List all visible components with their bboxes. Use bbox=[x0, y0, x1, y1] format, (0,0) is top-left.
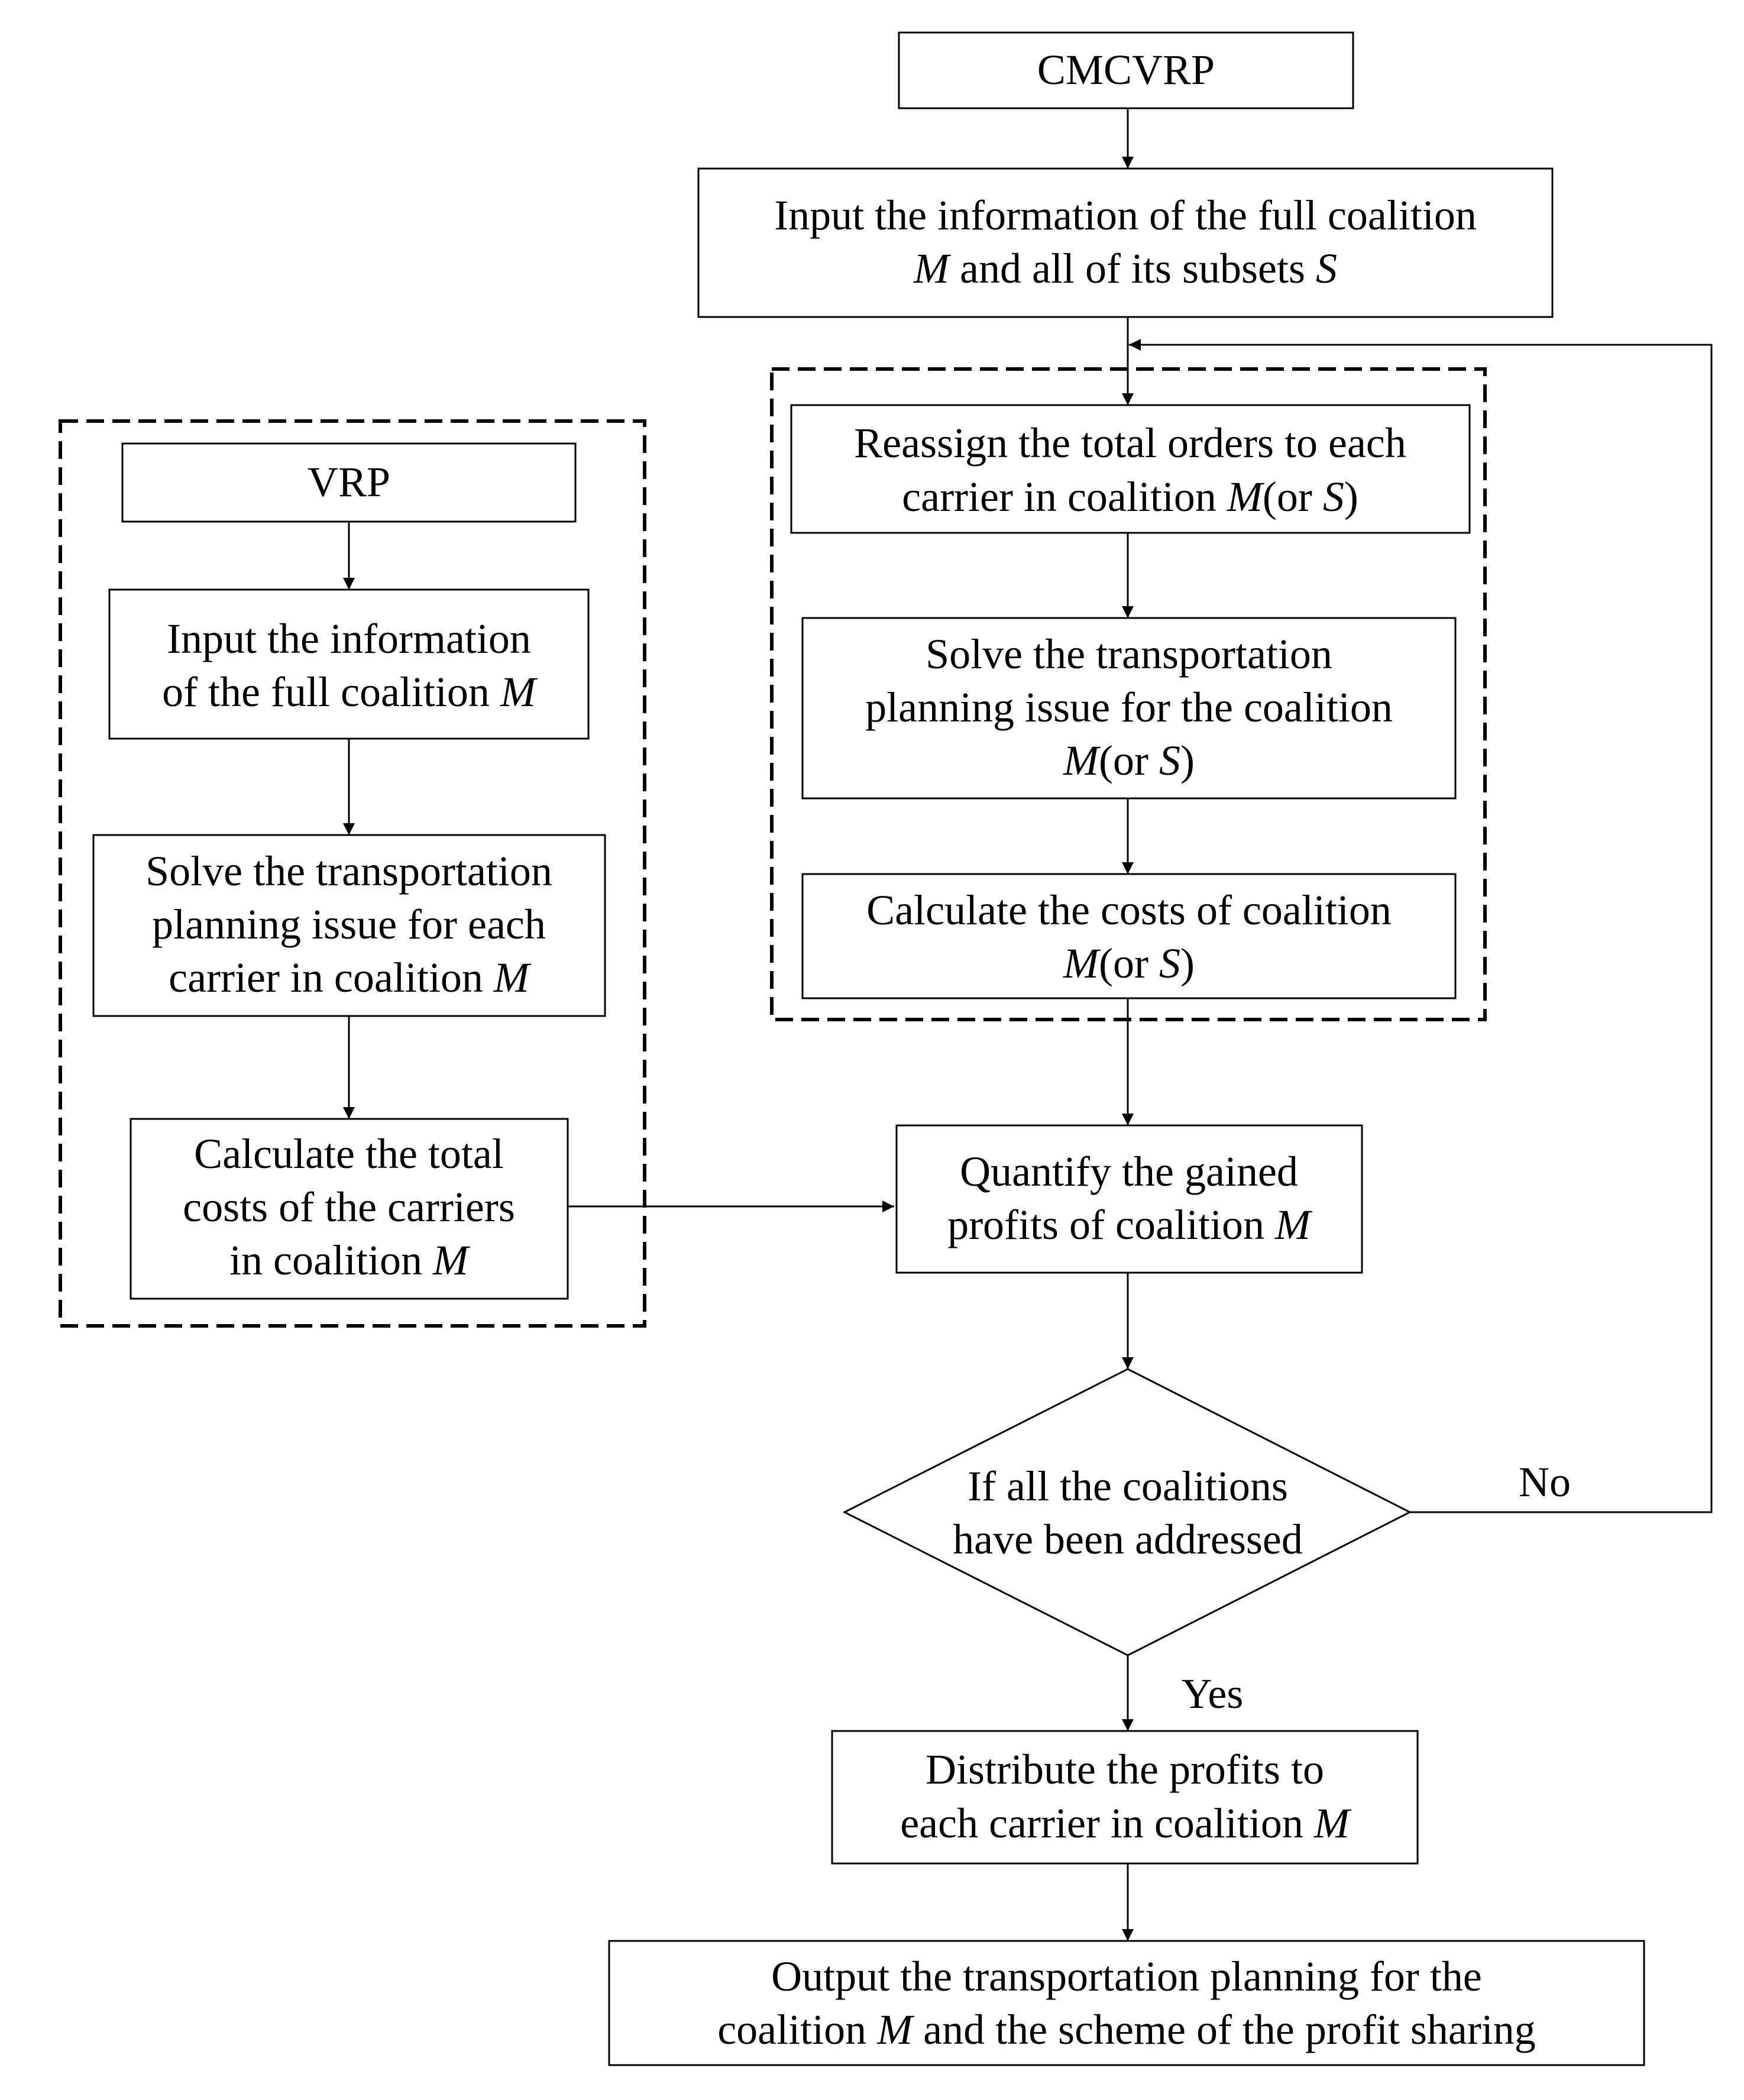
vrp-calc-node: Calculate the total costs of the carrier… bbox=[130, 1118, 569, 1300]
svg-text:Solve the transportation: Solve the transportation bbox=[145, 847, 552, 895]
svg-text:planning issue for the coaliti: planning issue for the coalition bbox=[865, 684, 1393, 731]
svg-text:Solve the transportation: Solve the transportation bbox=[926, 630, 1332, 678]
svg-text:have been addressed: have been addressed bbox=[953, 1516, 1303, 1563]
svg-text:Input the information of the f: Input the information of the full coalit… bbox=[774, 192, 1477, 239]
no-label: No bbox=[1519, 1458, 1571, 1506]
start-node: CMCVRP bbox=[898, 31, 1354, 109]
svg-text:carrier in coalition M(or S): carrier in coalition M(or S) bbox=[902, 473, 1358, 520]
input-full-and-subsets-node: Input the information of the full coalit… bbox=[697, 167, 1554, 318]
vrp-dashed-group bbox=[59, 419, 646, 1328]
svg-text:Output the transportation plan: Output the transportation planning for t… bbox=[771, 1953, 1482, 2000]
vrp-node: VRP bbox=[121, 442, 577, 523]
vrp-solve-node: Solve the transportation planning issue … bbox=[92, 834, 606, 1017]
svg-text:Quantify the gained: Quantify the gained bbox=[960, 1148, 1298, 1195]
svg-text:CMCVRP: CMCVRP bbox=[1037, 46, 1215, 93]
svg-text:planning issue for each: planning issue for each bbox=[152, 901, 546, 948]
distribute-profits-node: Distribute the profits to each carrier i… bbox=[831, 1730, 1419, 1865]
svg-text:Reassign the total orders to e: Reassign the total orders to each bbox=[854, 419, 1406, 467]
svg-text:Input the information: Input the information bbox=[167, 615, 531, 662]
svg-text:in coalition M: in coalition M bbox=[229, 1237, 471, 1284]
decision-node: If all the coalitions have been addresse… bbox=[842, 1368, 1412, 1656]
svg-text:Calculate the total: Calculate the total bbox=[194, 1130, 504, 1177]
svg-text:profits of coalition M: profits of coalition M bbox=[947, 1201, 1313, 1248]
svg-text:coalition M and the scheme of: coalition M and the scheme of the profit… bbox=[717, 2006, 1536, 2053]
svg-text:of the full coalition M: of the full coalition M bbox=[162, 668, 538, 716]
solve-coalition-node: Solve the transportation planning issue … bbox=[801, 617, 1457, 800]
output-node: Output the transportation planning for t… bbox=[608, 1940, 1645, 2066]
arrow-no-loop bbox=[1129, 339, 1713, 1513]
svg-text:VRP: VRP bbox=[308, 458, 390, 506]
svg-text:M(or S): M(or S) bbox=[1063, 940, 1195, 987]
svg-text:Distribute the profits to: Distribute the profits to bbox=[926, 1746, 1324, 1793]
svg-text:M and all of its subsets S: M and all of its subsets S bbox=[913, 245, 1337, 292]
svg-text:Calculate the costs of coaliti: Calculate the costs of coalition bbox=[866, 886, 1392, 934]
yes-label: Yes bbox=[1182, 1670, 1244, 1717]
svg-text:costs of the carriers: costs of the carriers bbox=[183, 1183, 515, 1231]
reassign-orders-node: Reassign the total orders to each carrie… bbox=[790, 404, 1471, 534]
vrp-input-node: Input the information of the full coalit… bbox=[108, 588, 590, 740]
svg-text:If all the coalitions: If all the coalitions bbox=[968, 1462, 1288, 1510]
calc-coalition-costs-node: Calculate the costs of coalition M(or S) bbox=[801, 873, 1457, 999]
svg-text:M(or S): M(or S) bbox=[1063, 737, 1195, 784]
svg-text:each carrier in coalition M: each carrier in coalition M bbox=[900, 1800, 1352, 1847]
svg-text:carrier in coalition M: carrier in coalition M bbox=[169, 954, 532, 1001]
quantify-profits-node: Quantify the gained profits of coalition… bbox=[895, 1124, 1363, 1274]
